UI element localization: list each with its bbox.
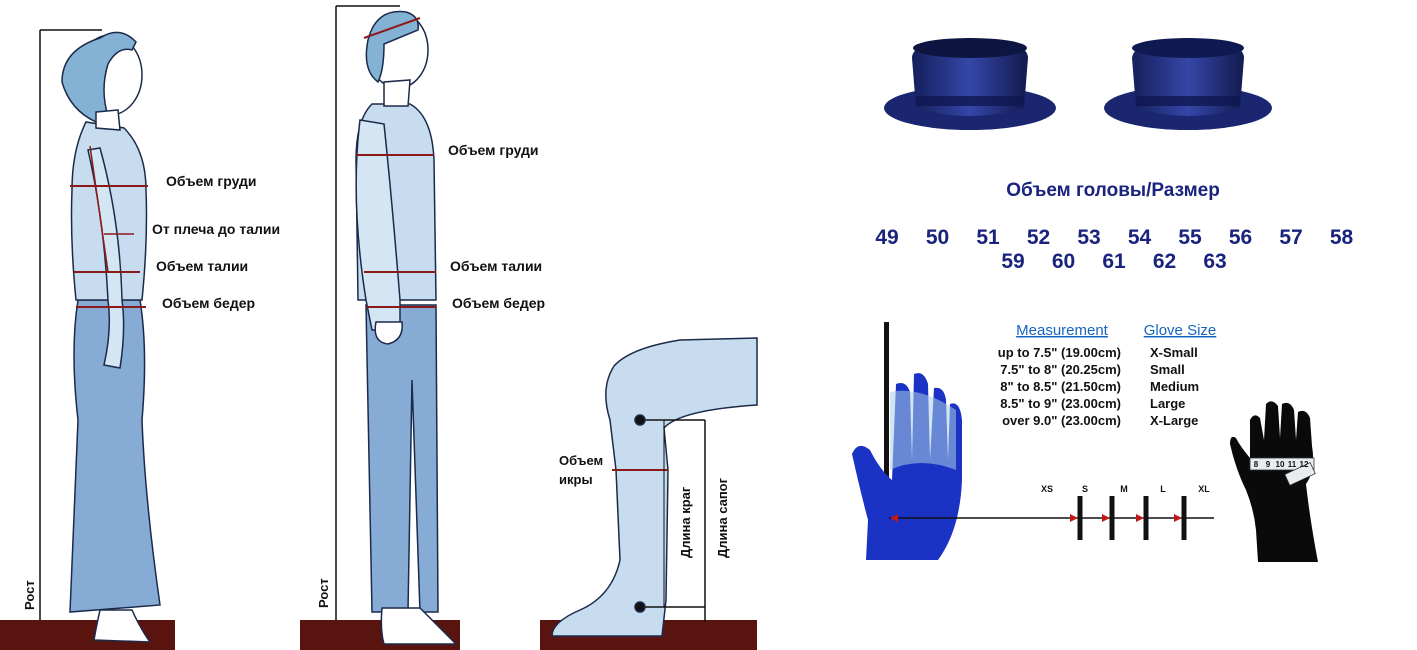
glove-row-measurement: 8" to 8.5" (21.50cm) [1000, 379, 1121, 394]
hat-size-number: 56 [1229, 226, 1252, 249]
glove-scale [889, 496, 1214, 540]
tape-number: 9 [1266, 460, 1271, 469]
woman-figure [39, 29, 161, 643]
woman-height-label: Рост [22, 580, 37, 610]
woman-waist-label: Объем талии [156, 258, 248, 274]
hat-sizes: 49 50 51 52 53 54 55 56 57 58 59 60 61 62 63 [875, 226, 1353, 273]
floor-woman [0, 620, 175, 650]
man-hips-label: Объем бедер [452, 295, 545, 311]
calf-label-line1: Объем [559, 453, 603, 468]
man-figure [335, 5, 458, 645]
hat-size-number: 51 [976, 226, 1000, 249]
glove-blue [852, 322, 962, 560]
man-height-label: Рост [316, 578, 331, 608]
tape-number: 10 [1276, 460, 1285, 469]
hat-size-number: 49 [875, 226, 898, 249]
scale-label: XL [1198, 484, 1210, 494]
hat-left [884, 38, 1056, 130]
hat-size-number: 63 [1203, 250, 1226, 273]
hat-right [1104, 38, 1272, 130]
scale-label: XS [1041, 484, 1053, 494]
hat-size-number: 59 [1001, 250, 1024, 273]
man-chest-label: Объем груди [448, 142, 539, 158]
seated-leg-figure [551, 337, 758, 637]
woman-chest-label: Объем груди [166, 173, 257, 189]
glove-row-measurement: 7.5" to 8" (20.25cm) [1000, 362, 1121, 377]
hat-size-number: 58 [1330, 226, 1354, 249]
glove-row-size: X-Large [1150, 413, 1198, 428]
glove-row-size: X-Small [1150, 345, 1198, 360]
hat-size-number: 62 [1153, 250, 1176, 273]
hat-size-number: 61 [1102, 250, 1126, 273]
hat-size-number: 60 [1052, 250, 1075, 273]
glove-row-measurement: up to 7.5" (19.00cm) [998, 345, 1121, 360]
bootleg-length-label: Длина краг [678, 486, 693, 558]
tape-number: 11 [1288, 460, 1297, 469]
hat-size-title: Объем головы/Размер [1006, 180, 1220, 201]
hat-size-number: 50 [926, 226, 949, 249]
scale-label: M [1120, 484, 1128, 494]
tape-number: 12 [1300, 460, 1309, 469]
glove-row-size: Medium [1150, 379, 1199, 394]
hat-size-number: 54 [1128, 226, 1152, 249]
glove-black-hand [1230, 401, 1318, 562]
woman-shoulder-waist-label: От плеча до талии [152, 221, 280, 237]
glove-row-size: Small [1150, 362, 1185, 377]
glove-row-measurement: over 9.0" (23.00cm) [1002, 413, 1121, 428]
hat-size-number: 53 [1077, 226, 1100, 249]
hat-size-number: 55 [1178, 226, 1202, 249]
tape-number: 8 [1254, 460, 1259, 469]
glove-size-table: up to 7.5" (19.00cm) X-Small 7.5" to 8" (2… [998, 345, 1199, 428]
glove-row-measurement: 8.5" to 9" (23.00cm) [1000, 396, 1121, 411]
scale-label: L [1160, 484, 1166, 494]
scale-label: S [1082, 484, 1088, 494]
glove-header-size: Glove Size [1144, 322, 1217, 339]
boot-length-label: Длина сапог [715, 477, 730, 558]
woman-hips-label: Объем бедер [162, 295, 255, 311]
hat-size-number: 52 [1027, 226, 1050, 249]
hat-size-number: 57 [1279, 226, 1302, 249]
man-waist-label: Объем талии [450, 258, 542, 274]
glove-row-size: Large [1150, 396, 1185, 411]
calf-label-line2: икры [559, 472, 593, 487]
glove-header-measurement: Measurement [1016, 322, 1109, 339]
glove-scale-labels: XS S M L XL [1041, 484, 1210, 494]
